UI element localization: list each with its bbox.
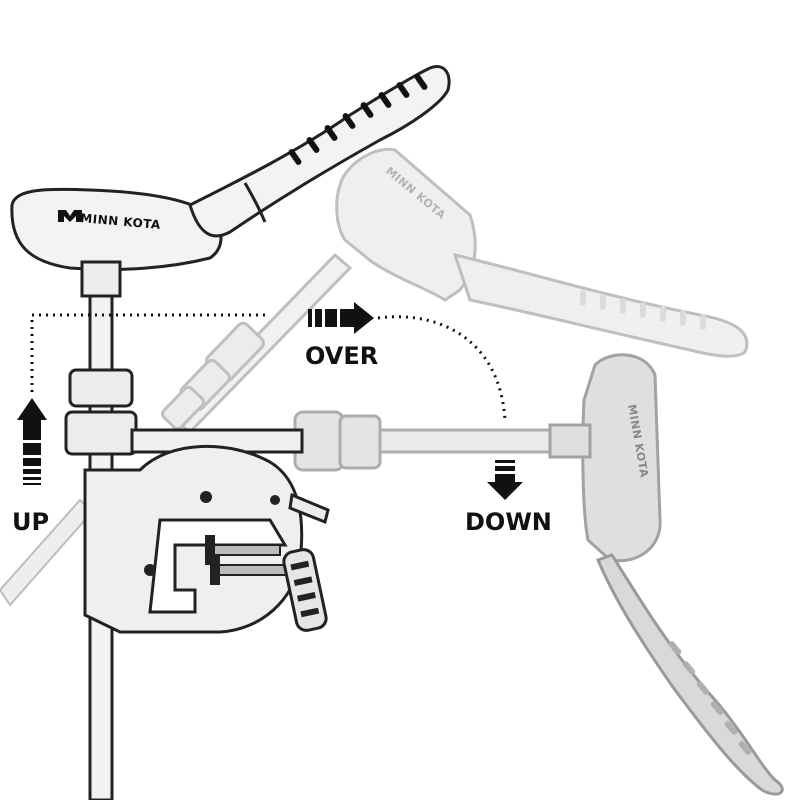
ghost-motor-stowed: MINN KOTA (293, 353, 784, 796)
ghost-stowed-head (581, 353, 662, 563)
arrow-right-icon (308, 302, 374, 334)
release-lever (288, 492, 330, 525)
label-over: OVER (305, 342, 378, 370)
label-down: DOWN (465, 508, 552, 536)
main-grip-slots (288, 74, 428, 165)
clamp-jaw (148, 518, 288, 614)
ghost-angled-grip-slots (580, 290, 706, 330)
main-motor-upright: MINN KOTA (10, 65, 451, 800)
ghost-angled-collar (161, 321, 265, 431)
ghost-stowed-shaft (368, 428, 562, 454)
bracket-bolt-2 (144, 564, 156, 576)
bracket-bolt-1 (200, 491, 212, 503)
motion-path-up (30, 313, 268, 392)
main-collar-lower (64, 410, 138, 456)
minn-kota-logo-icon (58, 210, 82, 222)
ghost-angled-head (335, 147, 477, 302)
main-head (10, 187, 223, 272)
motion-path-over (377, 315, 507, 421)
bracket-bolt-3 (270, 495, 280, 505)
clamp-screw-1 (205, 535, 281, 565)
label-up: UP (12, 508, 49, 536)
clamp-knob (282, 548, 328, 632)
arrow-down-icon (487, 460, 523, 500)
ghost-stowed-handle (595, 553, 784, 796)
ghost-motor-angled: MINN KOTA (161, 147, 749, 435)
ghost-stowed-grip-slots (668, 641, 752, 755)
arrow-up-icon (17, 398, 47, 485)
main-collar-upper (68, 368, 134, 408)
